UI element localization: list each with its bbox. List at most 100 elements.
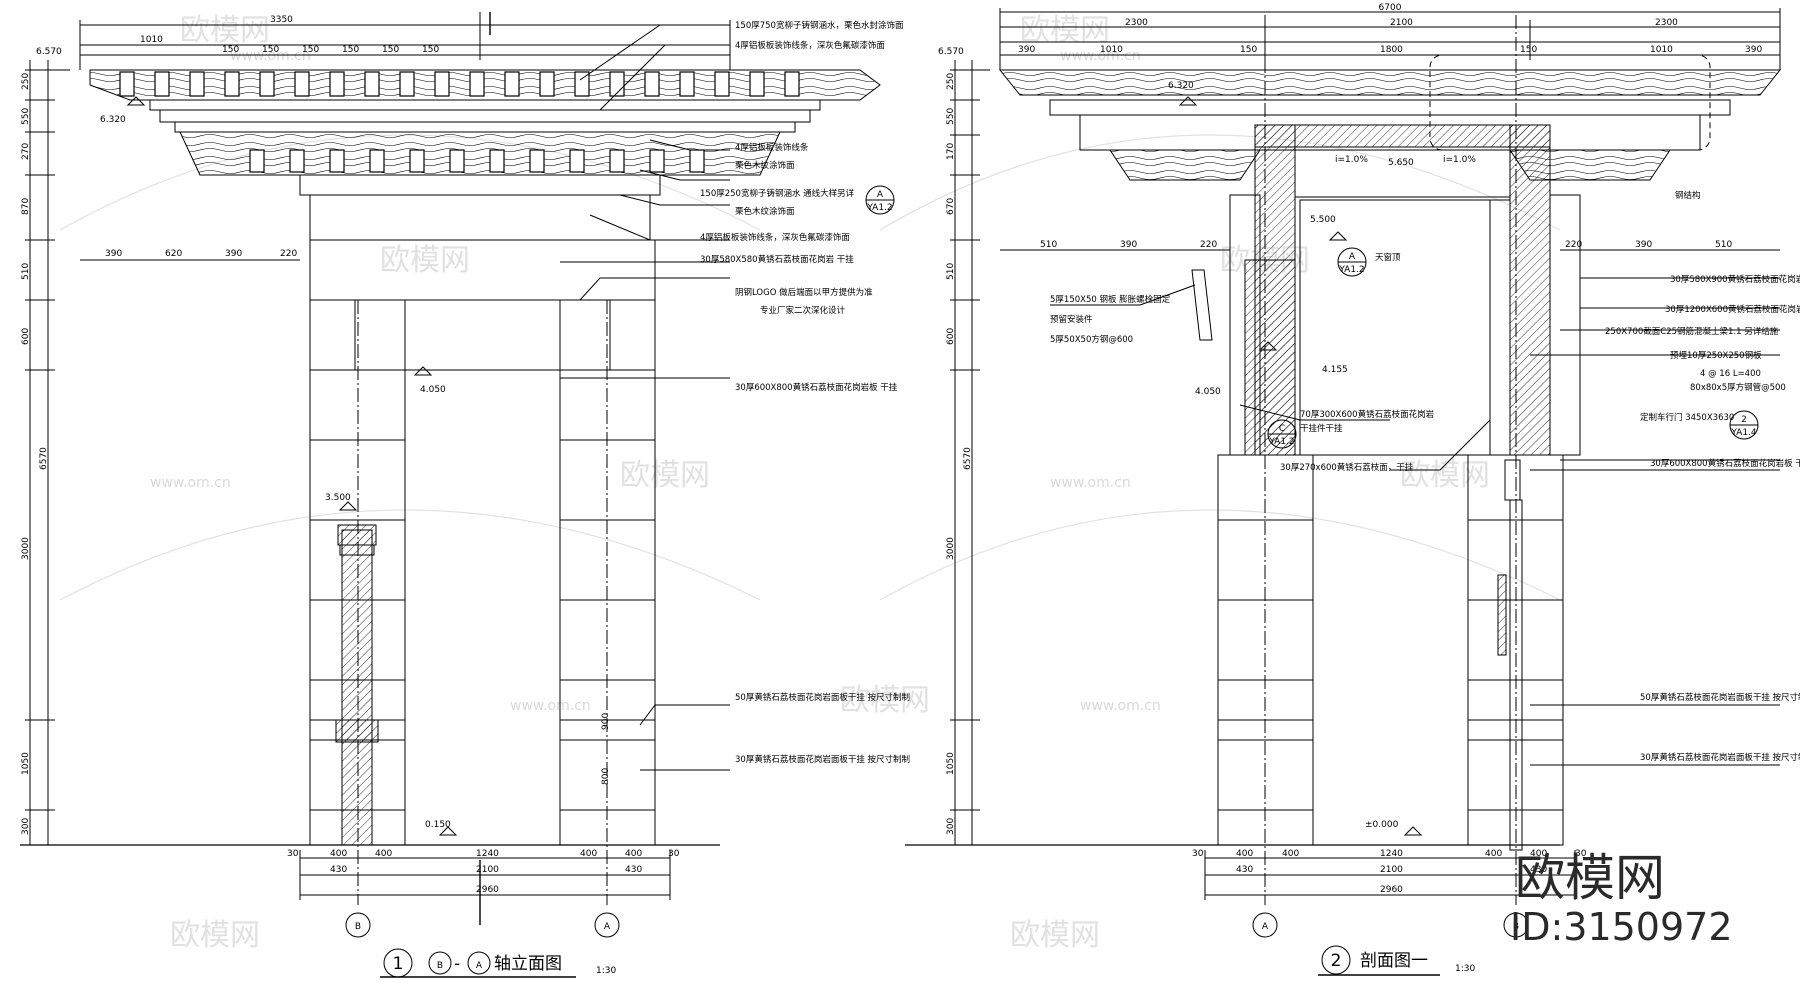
watermark-url: www.om.cn xyxy=(1080,698,1161,714)
dim-module: 150 xyxy=(422,45,439,55)
note-text: 30厚580X900黄锈石荔枝面花岗岩 干挂 xyxy=(1670,274,1800,285)
dim-bottom: 1240 xyxy=(1380,849,1403,859)
note-text: 预留安装件 xyxy=(1050,314,1093,325)
watermark-text: 欧模网 xyxy=(840,683,930,718)
dim-top-side: 1010 xyxy=(140,35,163,45)
dim-mid: 390 xyxy=(105,249,122,259)
dim-module: 150 xyxy=(302,45,319,55)
level-label: ±0.000 xyxy=(1365,820,1399,830)
dim-bottom: 30 xyxy=(1192,849,1204,859)
title-axis-a: B xyxy=(437,961,443,971)
watermark-text: 欧模网 xyxy=(170,918,260,953)
dim-bottom: 400 xyxy=(375,849,392,859)
dim-mid: 510 xyxy=(1715,240,1732,250)
callout-top: C xyxy=(1279,424,1285,434)
level-label: 4.155 xyxy=(1322,365,1348,375)
watermark-url: www.om.cn xyxy=(150,475,231,491)
brand-watermark: 欧模网 ID:3150972 xyxy=(1510,849,1733,949)
note-text: 30厚600X800黄锈石荔枝面花岗岩板 干挂 xyxy=(1650,458,1800,469)
axis-label: B xyxy=(355,922,361,932)
dim-bottom: 400 xyxy=(625,849,642,859)
dim-module: 150 xyxy=(342,45,359,55)
note-text: 预埋10厚250X250钢板 xyxy=(1670,350,1762,361)
watermark-text: 欧模网 xyxy=(380,243,470,278)
axis-bubble-a xyxy=(594,912,620,938)
dim-vertical: 300 xyxy=(21,818,31,835)
note-text: 5厚50X50方钢@600 xyxy=(1050,334,1133,345)
watermark-text: 欧模网 xyxy=(180,13,270,48)
drawing-number: 2 xyxy=(1331,951,1342,971)
dim-vertical: 250 xyxy=(21,73,31,90)
level-label: 0.150 xyxy=(425,820,451,830)
watermark-text: 欧模网 xyxy=(620,458,710,493)
dim-module: 1800 xyxy=(1380,45,1403,55)
axis-label: A xyxy=(604,922,611,932)
level-label: 6.570 xyxy=(36,47,62,57)
axis-label: A xyxy=(1262,922,1269,932)
dim-module: 150 xyxy=(262,45,279,55)
dim-bottom: 400 xyxy=(1236,849,1253,859)
watermark-url: www.om.cn xyxy=(510,698,591,714)
dim-module: 1010 xyxy=(1100,45,1123,55)
note-text: 4厚铝板板装饰线条，深灰色氟碳漆饰面 xyxy=(700,232,850,243)
dim-bottom: 1240 xyxy=(476,849,499,859)
dim-module: 390 xyxy=(1018,45,1035,55)
dim-vertical: 670 xyxy=(946,198,956,215)
dim-top: 2300 xyxy=(1655,18,1678,28)
callout-bottom: YA1.2 xyxy=(1338,265,1364,275)
level-label: 6.320 xyxy=(1168,81,1194,91)
dim-top-total: 3350 xyxy=(270,15,293,25)
level-label: 5.500 xyxy=(1310,215,1336,225)
title-axis-bubble xyxy=(467,951,491,975)
dim-top: 2100 xyxy=(1390,18,1413,28)
callout-top: A xyxy=(1349,252,1356,262)
elevation-drawing xyxy=(20,12,895,925)
drawing-scale: 1:30 xyxy=(1455,964,1475,974)
dim-vertical: 270 xyxy=(21,143,31,160)
drawing-title: 轴立面图 xyxy=(494,954,562,974)
note-text: 30厚黄锈石荔枝面花岗岩面板干挂 按尺寸制制 xyxy=(1640,752,1800,763)
callout-bottom: YA1.2 xyxy=(866,203,892,213)
dim-bottom: 30 xyxy=(668,849,680,859)
note-text: 50厚黄锈石荔枝面花岗岩面板干挂 按尺寸制制 xyxy=(1640,692,1800,703)
dim-bottom: 430 xyxy=(625,865,642,875)
dim-module: 150 xyxy=(222,45,239,55)
dim-mid: 220 xyxy=(280,249,297,259)
dim-vertical: 600 xyxy=(21,328,31,345)
callout-top: A xyxy=(877,190,884,200)
level-label: 3.500 xyxy=(325,493,351,503)
dim-bottom: 2100 xyxy=(1380,865,1403,875)
note-text: 30厚270x600黄锈石荔枝面，干挂 xyxy=(1280,462,1414,473)
note-text: 干挂件干挂 xyxy=(1300,423,1343,434)
dim-module: 390 xyxy=(1745,45,1762,55)
dim-vertical: 550 xyxy=(946,108,956,125)
tag-text: 天窗顶 xyxy=(1375,252,1401,263)
dim-vertical: 600 xyxy=(946,328,956,345)
note-text: 专业厂家二次深化设计 xyxy=(760,305,846,316)
callout-top: 2 xyxy=(1741,415,1747,425)
watermark-text: 欧模网 xyxy=(1400,458,1490,493)
axis-bubble-a xyxy=(1252,912,1278,938)
dim-bottom-total: 2960 xyxy=(1380,885,1403,895)
note-text: 30厚600X800黄锈石荔枝面花岗岩板 干挂 xyxy=(735,382,898,393)
axis-bubble-b xyxy=(1503,912,1529,938)
dim-mid: 220 xyxy=(1565,240,1582,250)
watermark-url: www.om.cn xyxy=(1060,48,1141,64)
level-label: 4.050 xyxy=(1195,387,1221,397)
note-text: 栗色木纹涂饰面 xyxy=(735,206,795,217)
dim-mid: 220 xyxy=(1200,240,1217,250)
note-text: 50厚黄锈石荔枝面花岗岩面板干挂 按尺寸制制 xyxy=(735,692,910,703)
title-axis-bubble xyxy=(428,951,452,975)
dim-vertical: 250 xyxy=(946,73,956,90)
level-label: 6.570 xyxy=(938,47,964,57)
dim-bottom: 400 xyxy=(330,849,347,859)
section-drawing xyxy=(905,8,1782,905)
dim-bottom-total: 2960 xyxy=(476,885,499,895)
drawing-scale: 1:30 xyxy=(596,966,616,976)
dim-vertical: 170 xyxy=(946,143,956,160)
dim-mid: 390 xyxy=(1120,240,1137,250)
note-text: 70厚300X600黄锈石荔枝面花岗岩 xyxy=(1300,409,1435,420)
drawing-number: 1 xyxy=(393,954,404,974)
section-labels: 6700 2300 2100 2300 390 1010 150 1800 15… xyxy=(938,3,1800,976)
dim-mid: 510 xyxy=(1040,240,1057,250)
